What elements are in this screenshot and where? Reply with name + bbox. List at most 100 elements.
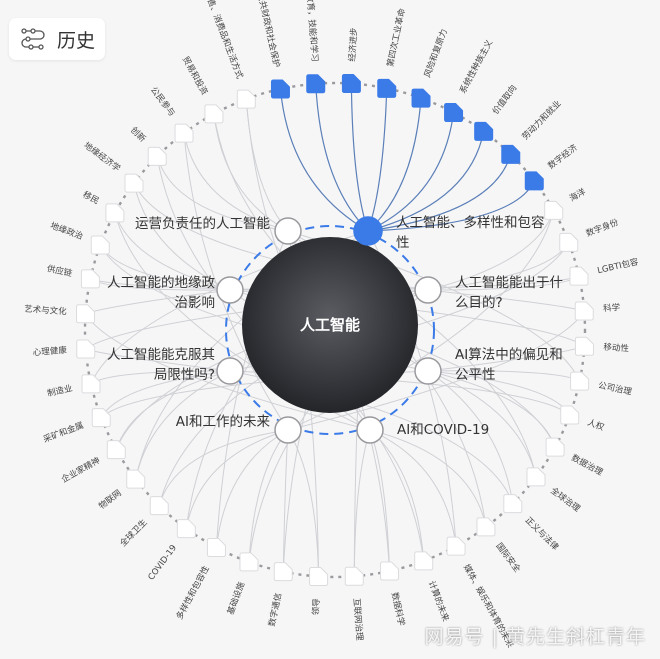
topic-link	[115, 370, 231, 450]
outer-topic-node[interactable]	[106, 440, 126, 460]
outer-topic-label[interactable]: 移动性	[603, 342, 630, 355]
outer-topic-node[interactable]	[270, 79, 290, 99]
outer-topic-node[interactable]	[105, 203, 125, 223]
inner-topic-label[interactable]: AI算法中的偏见和公平性	[455, 347, 563, 383]
topic-link	[248, 429, 289, 562]
outer-topic-node[interactable]	[570, 371, 590, 391]
topic-link	[158, 429, 289, 506]
inner-topic-node[interactable]	[274, 416, 302, 444]
outer-topic-node[interactable]	[545, 437, 565, 457]
topic-link	[369, 429, 487, 527]
outer-topic-node[interactable]	[559, 232, 579, 252]
outer-topic-node[interactable]	[476, 517, 496, 537]
outer-topic-node[interactable]	[306, 74, 326, 94]
topic-link	[367, 154, 512, 232]
inner-topic-label[interactable]: AI和工作的未来	[175, 414, 270, 430]
timeline-icon	[21, 28, 45, 50]
outer-topic-node[interactable]	[446, 536, 466, 556]
outer-topic-node[interactable]	[377, 78, 397, 98]
topic-link	[85, 313, 371, 431]
topic-link	[183, 133, 289, 431]
topic-link	[156, 156, 289, 232]
outer-topic-node[interactable]	[574, 301, 594, 321]
topic-link	[245, 99, 289, 232]
outer-topic-node[interactable]	[81, 374, 101, 394]
topic-link	[369, 429, 457, 547]
center-hub[interactable]	[242, 237, 418, 413]
outer-topic-node[interactable]	[501, 144, 521, 164]
outer-topic-node[interactable]	[524, 171, 544, 191]
topic-link	[133, 183, 231, 291]
topic-link	[114, 212, 231, 291]
inner-ring	[225, 225, 435, 435]
topic-link	[367, 131, 485, 232]
inner-topic-label[interactable]: 人工智能能出于什么目的?	[455, 275, 563, 311]
outer-topic-node[interactable]	[444, 103, 464, 123]
outer-topic-label[interactable]: 科学	[602, 302, 621, 315]
topic-link	[350, 83, 369, 232]
inner-topic-label[interactable]: 运营负责任的人工智能	[135, 216, 270, 232]
outer-topic-node[interactable]	[574, 336, 594, 356]
outer-topic-node[interactable]	[76, 339, 96, 359]
outer-topic-node[interactable]	[569, 266, 589, 286]
outer-topic-node[interactable]	[380, 561, 400, 581]
inner-topic-node[interactable]	[216, 276, 244, 304]
outer-topic-node[interactable]	[560, 405, 580, 425]
outer-topic-node[interactable]	[273, 562, 293, 582]
topic-link	[367, 112, 455, 232]
outer-topic-node[interactable]	[91, 408, 111, 428]
outer-topic-label[interactable]: 领导	[311, 598, 323, 616]
outer-topic-node[interactable]	[174, 123, 194, 143]
outer-topic-node[interactable]	[239, 552, 259, 572]
topic-link	[367, 88, 388, 232]
inner-topic-label[interactable]: 人工智能、多样性和包容性	[396, 215, 545, 251]
topic-link	[215, 429, 289, 548]
outer-ring	[83, 81, 587, 579]
inner-topic-label[interactable]: 人工智能的地缘政治影响	[107, 275, 215, 311]
topic-link	[100, 370, 231, 418]
outer-topic-node[interactable]	[176, 519, 196, 539]
outer-topic-node[interactable]	[80, 269, 100, 289]
topic-link	[315, 83, 369, 232]
outer-topic-node[interactable]	[206, 537, 226, 557]
inner-topic-node[interactable]	[216, 357, 244, 385]
history-button[interactable]: 历史	[9, 18, 105, 60]
outer-topic-node[interactable]	[341, 74, 361, 94]
outer-topic-node[interactable]	[474, 121, 494, 141]
outer-topic-node[interactable]	[90, 235, 110, 255]
inner-topic-node[interactable]	[356, 416, 384, 444]
outer-topic-node[interactable]	[344, 566, 364, 586]
inner-topic-node[interactable]	[414, 276, 442, 304]
outer-topic-node[interactable]	[236, 89, 256, 109]
outer-topic-node[interactable]	[526, 467, 546, 487]
topic-link	[427, 370, 537, 478]
outer-topic-node[interactable]	[411, 88, 431, 108]
outer-topic-node[interactable]	[76, 304, 96, 324]
outer-topic-node[interactable]	[414, 551, 434, 571]
topic-link	[287, 310, 585, 431]
inner-topic-label[interactable]: AI和COVID-19	[397, 422, 490, 438]
inner-topic-label[interactable]: 人工智能能克服其局限性吗?	[107, 347, 215, 383]
topic-link	[369, 429, 425, 561]
topic-link	[183, 133, 289, 232]
outer-topic-node[interactable]	[147, 146, 167, 166]
outer-topic-node[interactable]	[309, 566, 329, 586]
inner-topic-node[interactable]	[414, 357, 442, 385]
outer-topic-node[interactable]	[204, 104, 224, 124]
outer-topic-node[interactable]	[503, 494, 523, 514]
inner-topic-node[interactable]	[274, 217, 302, 245]
outer-topic-node[interactable]	[126, 469, 146, 489]
outer-topic-node[interactable]	[124, 173, 144, 193]
center-title: 人工智能	[299, 316, 360, 334]
inner-topic-node[interactable]	[353, 216, 383, 246]
topic-link	[427, 210, 555, 291]
topic-link	[427, 370, 514, 504]
watermark: 网易号 | 黄先生斜杠青年	[424, 626, 646, 648]
topic-link	[279, 88, 369, 232]
topic-link	[367, 180, 535, 232]
outer-topic-node[interactable]	[149, 496, 169, 516]
history-label: 历史	[57, 29, 96, 52]
topic-link	[367, 98, 422, 232]
outer-topic-node[interactable]	[544, 200, 564, 220]
